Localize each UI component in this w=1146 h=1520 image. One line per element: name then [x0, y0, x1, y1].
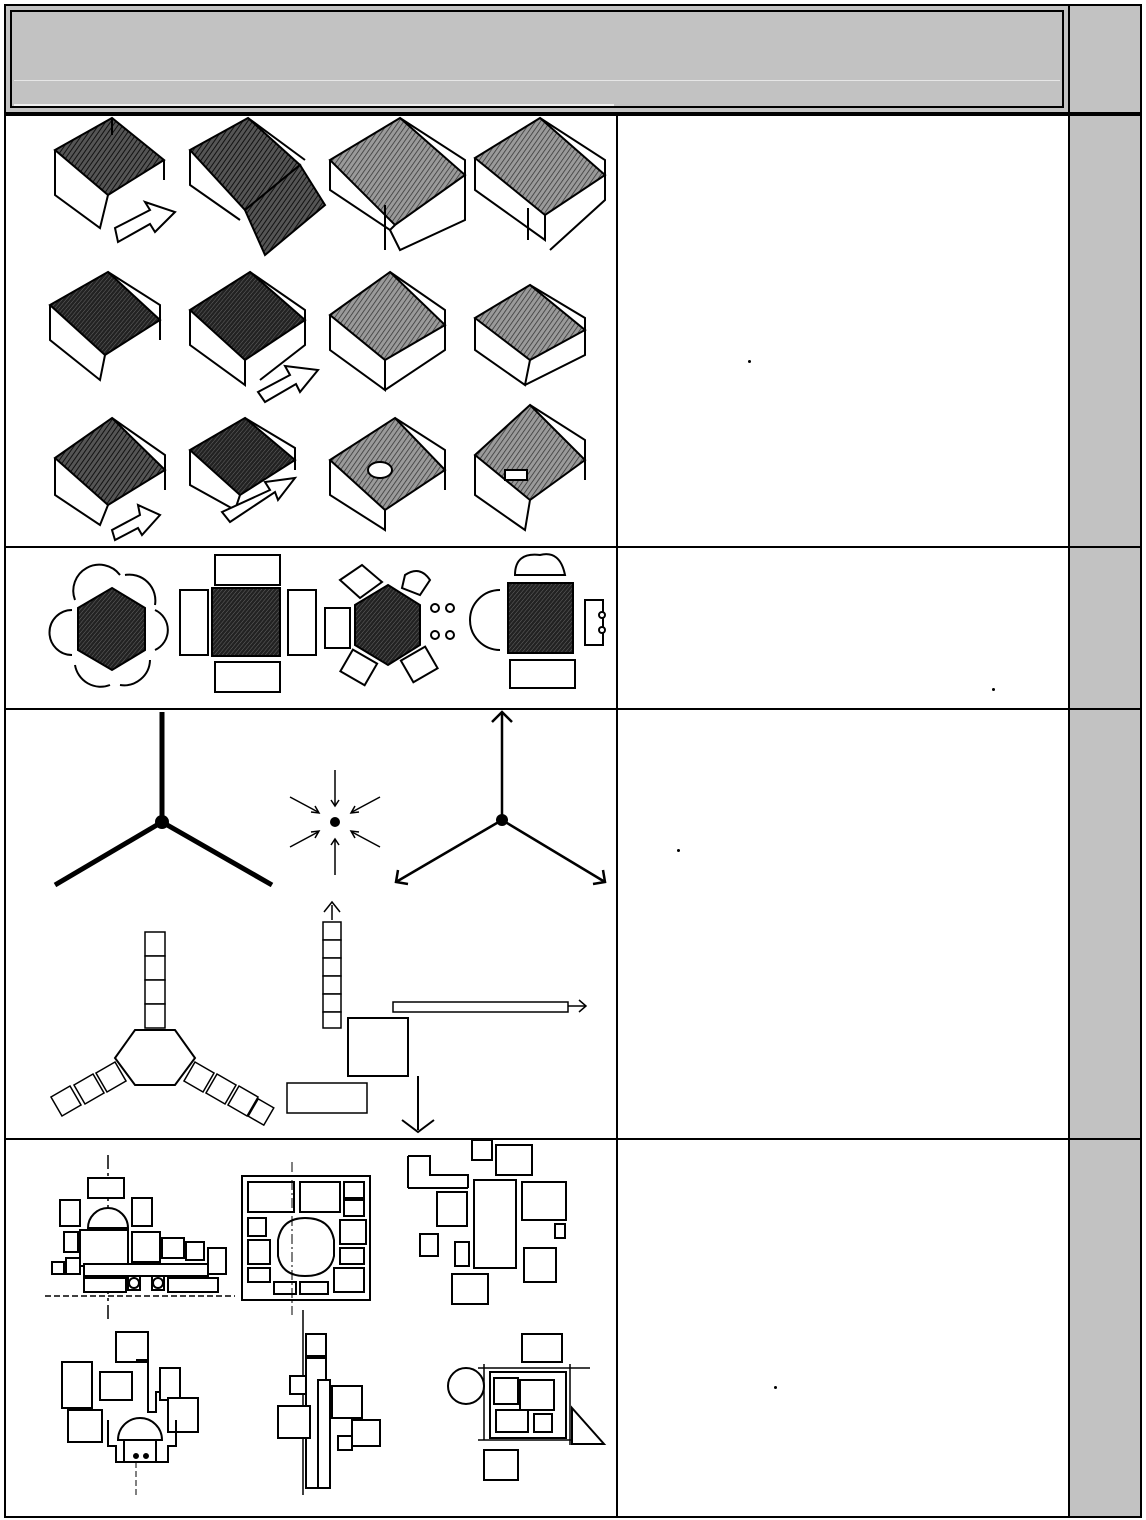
- enclosed-courtyard-plan: [242, 1162, 370, 1315]
- linear-axis-plan: [278, 1310, 380, 1495]
- axial-dome-plan: [62, 1332, 198, 1495]
- free-composition-plan: [408, 1140, 566, 1304]
- grid-court-plan: [448, 1334, 604, 1480]
- symmetric-composition-plan: [45, 1155, 235, 1320]
